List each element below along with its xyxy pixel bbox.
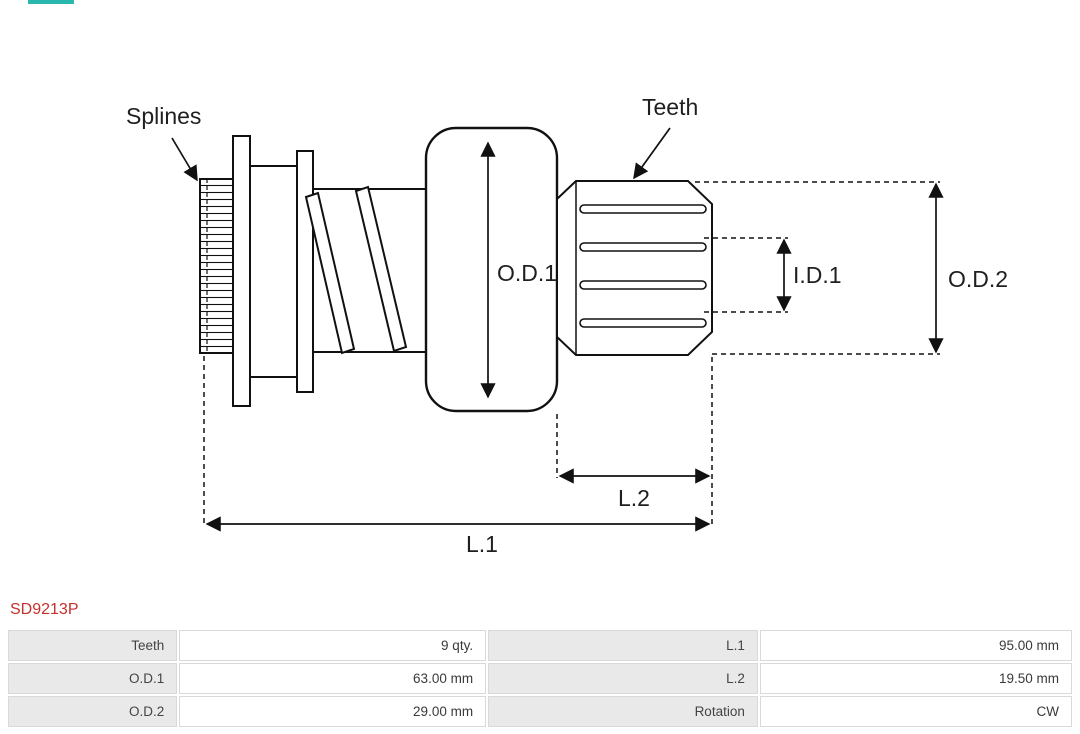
spec-label-l2: L.2 — [488, 663, 758, 694]
spec-row-1: Teeth 9 qty. L.1 95.00 mm — [8, 630, 1072, 661]
id1-dimension: I.D.1 — [704, 237, 842, 313]
l2-dimension: L.2 — [556, 357, 713, 526]
part-number: SD9213P — [10, 601, 79, 618]
l1-dimension: L.1 — [203, 356, 711, 557]
brand-accent-bar — [28, 0, 74, 4]
l1-label: L.1 — [466, 531, 498, 557]
mid-body — [249, 165, 298, 378]
splines-callout: Splines — [126, 103, 201, 182]
spec-value-l2: 19.50 mm — [759, 663, 1072, 694]
spring-coil — [304, 191, 356, 355]
spec-value-l1: 95.00 mm — [759, 630, 1072, 661]
spec-value-teeth: 9 qty. — [179, 630, 487, 661]
gear-tooth-groove — [579, 242, 707, 252]
gear-tooth-groove — [579, 280, 707, 290]
pinion-gear — [556, 180, 713, 356]
spring-shaft — [304, 185, 427, 355]
id1-label: I.D.1 — [793, 262, 842, 288]
spec-label-rotation: Rotation — [488, 696, 758, 727]
od1-label: O.D.1 — [497, 260, 557, 286]
od1-dimension: O.D.1 — [480, 141, 557, 399]
spec-table: Teeth 9 qty. L.1 95.00 mm O.D.1 63.00 mm… — [6, 628, 1074, 729]
spec-row-2: O.D.1 63.00 mm L.2 19.50 mm — [8, 663, 1072, 694]
spec-value-rotation: CW — [759, 696, 1072, 727]
gear-tooth-groove — [579, 204, 707, 214]
spring-coil — [354, 185, 408, 353]
spec-label-l1: L.1 — [488, 630, 758, 661]
spec-label-od2: O.D.2 — [8, 696, 178, 727]
flange-right — [296, 150, 314, 393]
gear-tooth-groove — [579, 318, 707, 328]
spec-value-od1: 63.00 mm — [179, 663, 487, 694]
bendix-drive-diagram: O.D.1 O.D.2 I.D.1 L.2 L.1 Splines — [126, 94, 1008, 557]
spec-row-3: O.D.2 29.00 mm Rotation CW — [8, 696, 1072, 727]
splines-label: Splines — [126, 103, 201, 129]
od2-label: O.D.2 — [948, 266, 1008, 292]
technical-diagram-area: O.D.1 O.D.2 I.D.1 L.2 L.1 Splines — [126, 94, 1008, 557]
flange-section — [232, 135, 314, 407]
flange-left — [232, 135, 251, 407]
spec-label-teeth: Teeth — [8, 630, 178, 661]
teeth-callout: Teeth — [633, 94, 698, 180]
od2-dimension: O.D.2 — [695, 181, 1008, 355]
l2-label: L.2 — [618, 485, 650, 511]
spec-label-od1: O.D.1 — [8, 663, 178, 694]
teeth-label: Teeth — [642, 94, 698, 120]
splined-shaft — [199, 178, 234, 354]
spec-value-od2: 29.00 mm — [179, 696, 487, 727]
